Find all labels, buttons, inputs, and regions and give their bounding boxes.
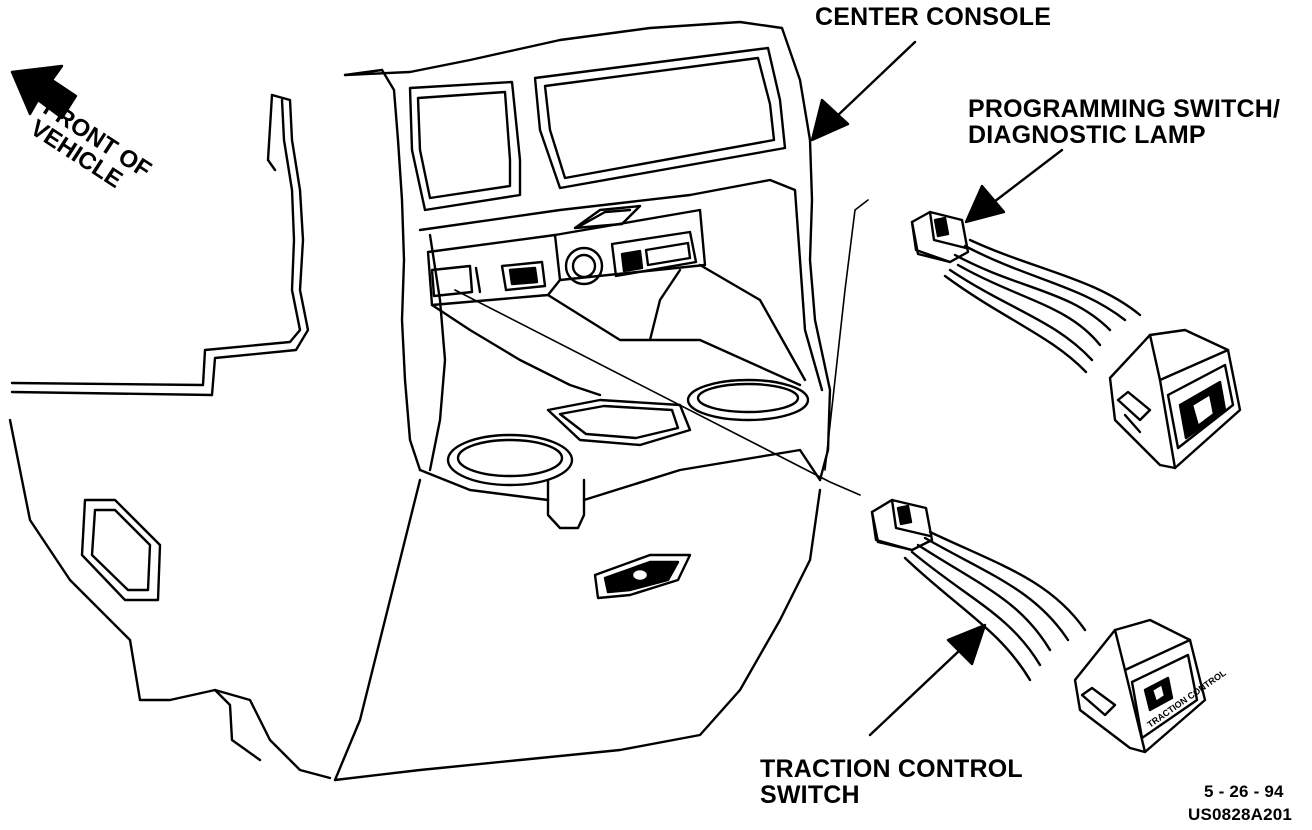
center-console-arrowhead-icon (812, 100, 848, 140)
programming-switch-arrowhead-icon (966, 186, 1004, 222)
center-console-leader (835, 42, 915, 118)
programming-switch-label: PROGRAMMING SWITCH/ DIAGNOSTIC LAMP (968, 96, 1280, 149)
programming-switch-label-line2: DIAGNOSTIC LAMP (968, 121, 1206, 150)
figure-code: US0828A201 (1188, 805, 1293, 824)
traction-control-switch-assembly (872, 500, 1205, 752)
programming-switch-label-line1: PROGRAMMING SWITCH/ (968, 95, 1281, 123)
center-console (10, 22, 830, 780)
traction-control-label-line2: SWITCH (760, 781, 860, 810)
programming-switch-leader (990, 150, 1062, 205)
traction-control-label-line1: TRACTION CONTROL (760, 755, 1023, 783)
connection-line-lower (455, 290, 860, 495)
connection-line-upper (825, 200, 868, 470)
traction-control-arrowhead-icon (948, 625, 985, 664)
center-console-label: CENTER CONSOLE (815, 3, 1052, 31)
date-stamp: 5 - 26 - 94 (1204, 782, 1284, 801)
traction-control-leader (870, 650, 960, 735)
front-arrow-icon (12, 66, 76, 118)
programming-switch-assembly (912, 212, 1240, 468)
traction-control-label: TRACTION CONTROL SWITCH (760, 756, 1023, 809)
